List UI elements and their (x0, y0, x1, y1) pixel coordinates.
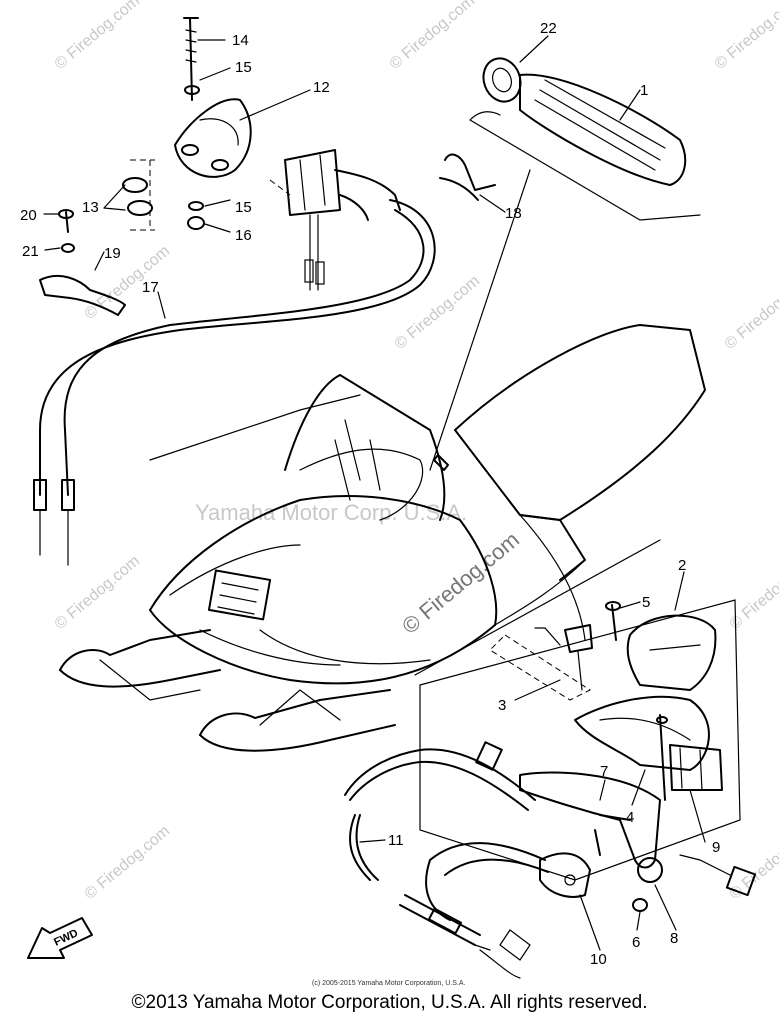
callout-8: 8 (670, 930, 678, 947)
callout-7: 7 (600, 763, 608, 780)
watermark-center: © Firedog.com (397, 527, 524, 639)
callout-22: 22 (540, 20, 557, 37)
fwd-arrow: FWD (27, 917, 93, 959)
callout-16: 16 (235, 227, 252, 244)
watermark: © Firedog.com (392, 272, 483, 353)
callout-1: 1 (640, 82, 648, 99)
throttle-housing (122, 17, 401, 291)
watermark: © Firedog.com (387, 0, 478, 73)
brake-cable (344, 741, 536, 979)
watermark: © Firedog.com (727, 552, 779, 633)
callout-2: 2 (678, 557, 686, 574)
watermark: © Firedog.com (82, 242, 173, 323)
callout-15: 15 (235, 59, 252, 76)
grip-assembly (429, 57, 701, 471)
callout-15: 15 (235, 199, 252, 216)
holder-part (39, 209, 126, 316)
watermark: © Firedog.com (82, 822, 173, 903)
callout-14: 14 (232, 32, 249, 49)
callout-labels: 1 2 3 4 5 6 7 8 9 10 11 12 13 14 15 15 1… (20, 20, 720, 968)
callout-10: 10 (590, 951, 607, 968)
clip-part (439, 153, 496, 201)
callout-17: 17 (142, 279, 159, 296)
callout-3: 3 (498, 697, 506, 714)
watermark: © Firedog.com (52, 0, 143, 73)
callout-5: 5 (642, 594, 650, 611)
callout-20: 20 (20, 207, 37, 224)
leader-lines (43, 35, 706, 951)
brake-lever-assembly (414, 539, 757, 921)
watermark-yamaha: Yamaha Motor Corp. U.S.A. (195, 500, 467, 525)
callout-13: 13 (82, 199, 99, 216)
callout-18: 18 (505, 205, 522, 222)
throttle-cable (33, 199, 436, 566)
callout-12: 12 (313, 79, 330, 96)
callout-19: 19 (104, 245, 121, 262)
snowmobile-illustration (59, 324, 706, 752)
callout-21: 21 (22, 243, 39, 260)
callout-11: 11 (388, 832, 404, 849)
copyright-notice: ©2013 Yamaha Motor Corporation, U.S.A. A… (131, 992, 648, 1013)
watermark: © Firedog.com (712, 0, 779, 73)
watermark: © Firedog.com (52, 552, 143, 633)
watermark: © Firedog.com (722, 272, 779, 353)
callout-9: 9 (712, 839, 720, 856)
callout-6: 6 (632, 934, 640, 951)
callout-4: 4 (626, 809, 634, 826)
small-copyright: (c) 2005-2015 Yamaha Motor Corporation, … (312, 980, 465, 987)
